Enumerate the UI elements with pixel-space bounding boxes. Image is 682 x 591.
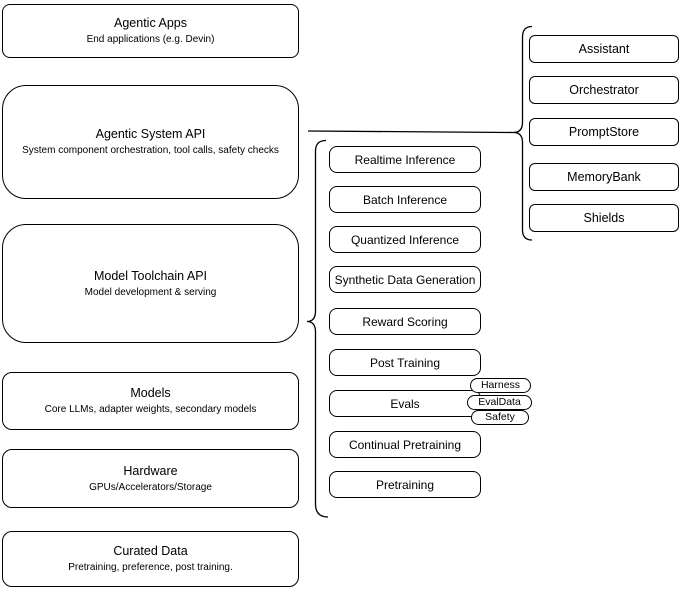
node-models: Models Core LLMs, adapter weights, secon…: [2, 372, 299, 430]
node-subtitle: End applications (e.g. Devin): [86, 34, 215, 45]
pill-label: Safety: [485, 411, 515, 423]
node-label: Pretraining: [375, 477, 435, 492]
pill-harness: Harness: [470, 378, 531, 393]
node-label: Orchestrator: [569, 83, 639, 97]
node-batch-inference: Batch Inference: [329, 186, 481, 213]
node-agentic-system-api: Agentic System API System component orch…: [2, 85, 299, 199]
toolchain-bracket: [306, 139, 329, 518]
node-label: Batch Inference: [362, 192, 448, 207]
node-curated-data: Curated Data Pretraining, preference, po…: [2, 531, 299, 587]
node-shields: Shields: [529, 204, 679, 232]
node-label: Quantized Inference: [350, 232, 460, 247]
node-hardware: Hardware GPUs/Accelerators/Storage: [2, 449, 299, 508]
node-title: Agentic Apps: [114, 16, 187, 30]
pill-evaldata: EvalData: [467, 395, 532, 410]
node-label: Realtime Inference: [354, 152, 456, 167]
node-label: Evals: [390, 396, 420, 411]
node-subtitle: Pretraining, preference, post training.: [68, 562, 233, 573]
node-orchestrator: Orchestrator: [529, 76, 679, 104]
node-evals: Evals: [329, 390, 481, 417]
system-bracket: [513, 25, 533, 241]
node-subtitle: Core LLMs, adapter weights, secondary mo…: [44, 404, 257, 415]
node-synthetic-data-generation: Synthetic Data Generation: [329, 266, 481, 293]
node-label: Synthetic Data Generation: [334, 272, 476, 287]
node-subtitle: GPUs/Accelerators/Storage: [89, 481, 212, 493]
node-memorybank: MemoryBank: [529, 163, 679, 191]
pill-label: EvalData: [478, 396, 521, 408]
node-label: Reward Scoring: [362, 314, 448, 329]
node-label: MemoryBank: [567, 170, 641, 184]
node-realtime-inference: Realtime Inference: [329, 146, 481, 173]
pill-label: Harness: [480, 379, 521, 391]
system-api-connector-line: [307, 130, 514, 134]
node-assistant: Assistant: [529, 35, 679, 63]
node-title: Agentic System API: [95, 127, 206, 141]
node-reward-scoring: Reward Scoring: [329, 308, 481, 335]
node-promptstore: PromptStore: [529, 118, 679, 146]
node-title: Curated Data: [113, 544, 188, 558]
node-continual-pretraining: Continual Pretraining: [329, 431, 481, 458]
node-title: Model Toolchain API: [93, 268, 208, 283]
node-pretraining: Pretraining: [329, 471, 481, 498]
node-title: Models: [130, 386, 171, 400]
node-label: Continual Pretraining: [348, 437, 462, 452]
node-label: Post Training: [369, 355, 441, 370]
node-quantized-inference: Quantized Inference: [329, 226, 481, 253]
node-label: PromptStore: [568, 125, 640, 139]
node-agentic-apps: Agentic Apps End applications (e.g. Devi…: [2, 4, 299, 58]
node-label: Assistant: [578, 42, 630, 56]
node-subtitle: System component orchestration, tool cal…: [22, 145, 279, 156]
node-label: Shields: [583, 211, 625, 225]
pill-safety: Safety: [471, 410, 529, 425]
node-subtitle: Model development & serving: [84, 286, 217, 298]
node-model-toolchain-api: Model Toolchain API Model development & …: [2, 224, 299, 343]
node-post-training: Post Training: [329, 349, 481, 376]
node-title: Hardware: [123, 463, 178, 478]
